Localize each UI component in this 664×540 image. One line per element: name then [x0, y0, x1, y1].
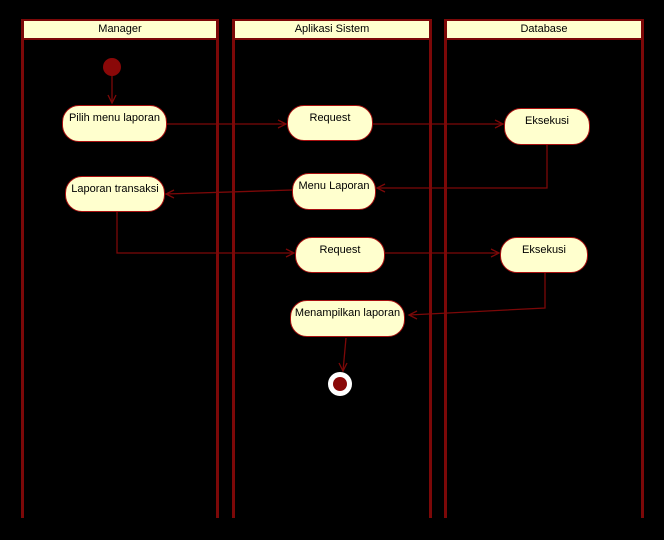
swimlane-database: Database	[444, 19, 644, 518]
activity-pilih-menu-laporan: Pilih menu laporan	[62, 105, 167, 142]
activity-label: Request	[309, 112, 351, 124]
swimlane-aplikasi-sistem-header: Aplikasi Sistem	[235, 21, 429, 40]
swimlane-aplikasi-sistem: Aplikasi Sistem	[232, 19, 432, 518]
activity-eksekusi-1: Eksekusi	[504, 108, 590, 145]
activity-label: Pilih menu laporan	[68, 112, 161, 124]
activity-label: Menampilkan laporan	[294, 307, 401, 319]
swimlane-manager-title: Manager	[98, 23, 142, 35]
activity-request-1: Request	[287, 105, 373, 141]
activity-menampilkan-laporan: Menampilkan laporan	[290, 300, 405, 337]
initial-node	[103, 58, 121, 76]
activity-menu-laporan: Menu Laporan	[292, 173, 376, 210]
activity-laporan-transaksi: Laporan transaksi	[65, 176, 165, 212]
final-node-core	[333, 377, 347, 391]
swimlane-database-header: Database	[447, 21, 641, 40]
activity-eksekusi-2: Eksekusi	[500, 237, 588, 273]
activity-label: Eksekusi	[524, 115, 570, 127]
swimlane-aplikasi-sistem-title: Aplikasi Sistem	[294, 23, 370, 35]
activity-request-2: Request	[295, 237, 385, 273]
activity-label: Request	[319, 244, 361, 256]
activity-label: Laporan transaksi	[71, 183, 159, 195]
activity-label: Menu Laporan	[298, 180, 370, 192]
final-node	[328, 372, 352, 396]
swimlane-database-title: Database	[520, 23, 568, 35]
swimlane-manager-header: Manager	[24, 21, 216, 40]
activity-label: Eksekusi	[521, 244, 567, 256]
swimlane-manager: Manager	[21, 19, 219, 518]
